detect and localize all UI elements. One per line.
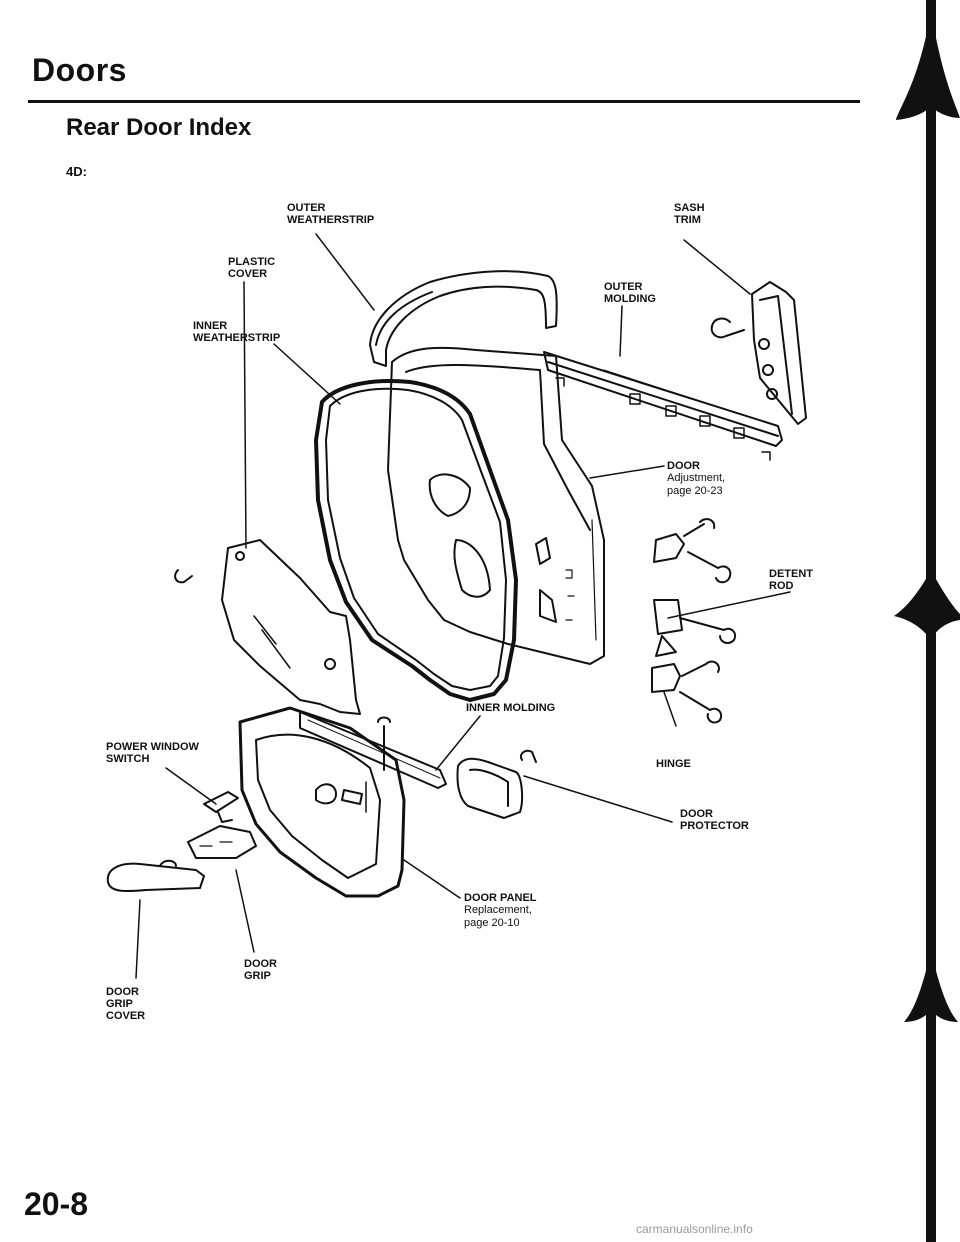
door-panel-label: DOOR PANEL — [464, 892, 537, 904]
outer-weatherstrip-part — [369, 270, 558, 367]
page-title: Doors — [32, 52, 127, 88]
door-grip-part — [159, 791, 257, 867]
inner-molding-part — [299, 711, 447, 789]
plastic-cover-label: PLASTIC COVER — [228, 256, 276, 280]
leader-lines — [135, 233, 791, 979]
door-reference: Adjustment, page 20-23 — [667, 472, 726, 497]
section-title: Rear Door Index — [66, 114, 252, 141]
door-protector-label: DOOR PROTECTOR — [680, 808, 749, 832]
outer-molding-part — [543, 351, 783, 461]
outer-molding-label: OUTER MOLDING — [604, 281, 656, 305]
door-protector-part — [456, 749, 537, 819]
inner-molding-label: INNER MOLDING — [466, 702, 556, 714]
margin-tab-bar — [894, 0, 960, 1242]
door-grip-cover-part — [106, 862, 205, 892]
watermark: carmanualsonline.info — [636, 1222, 753, 1236]
door-panel-reference: Replacement, page 20-10 — [464, 904, 532, 929]
detent-rod-label: DETENT ROD — [769, 568, 813, 592]
sash-trim-part — [710, 281, 807, 425]
page-number: 20-8 — [24, 1186, 89, 1222]
power-window-switch-label: POWER WINDOW SWITCH — [106, 741, 199, 765]
plastic-cover-part — [174, 539, 361, 715]
hinge-label: HINGE — [656, 758, 691, 770]
door-shell-part — [387, 346, 605, 665]
door-grip-cover-label: DOOR GRIP COVER — [106, 986, 146, 1022]
door-label: DOOR — [667, 460, 700, 472]
inner-weatherstrip-label: INNER WEATHERSTRIP — [193, 320, 281, 344]
hinge-assembly-part — [651, 518, 736, 724]
sash-trim-label: SASH TRIM — [674, 202, 705, 226]
title-rule — [28, 100, 860, 103]
inner-weatherstrip-part — [314, 379, 518, 702]
door-panel-part — [238, 706, 406, 898]
outer-weatherstrip-label: OUTER WEATHERSTRIP — [287, 202, 375, 226]
door-grip-label: DOOR GRIP — [244, 958, 277, 982]
model-label: 4D: — [66, 164, 87, 179]
